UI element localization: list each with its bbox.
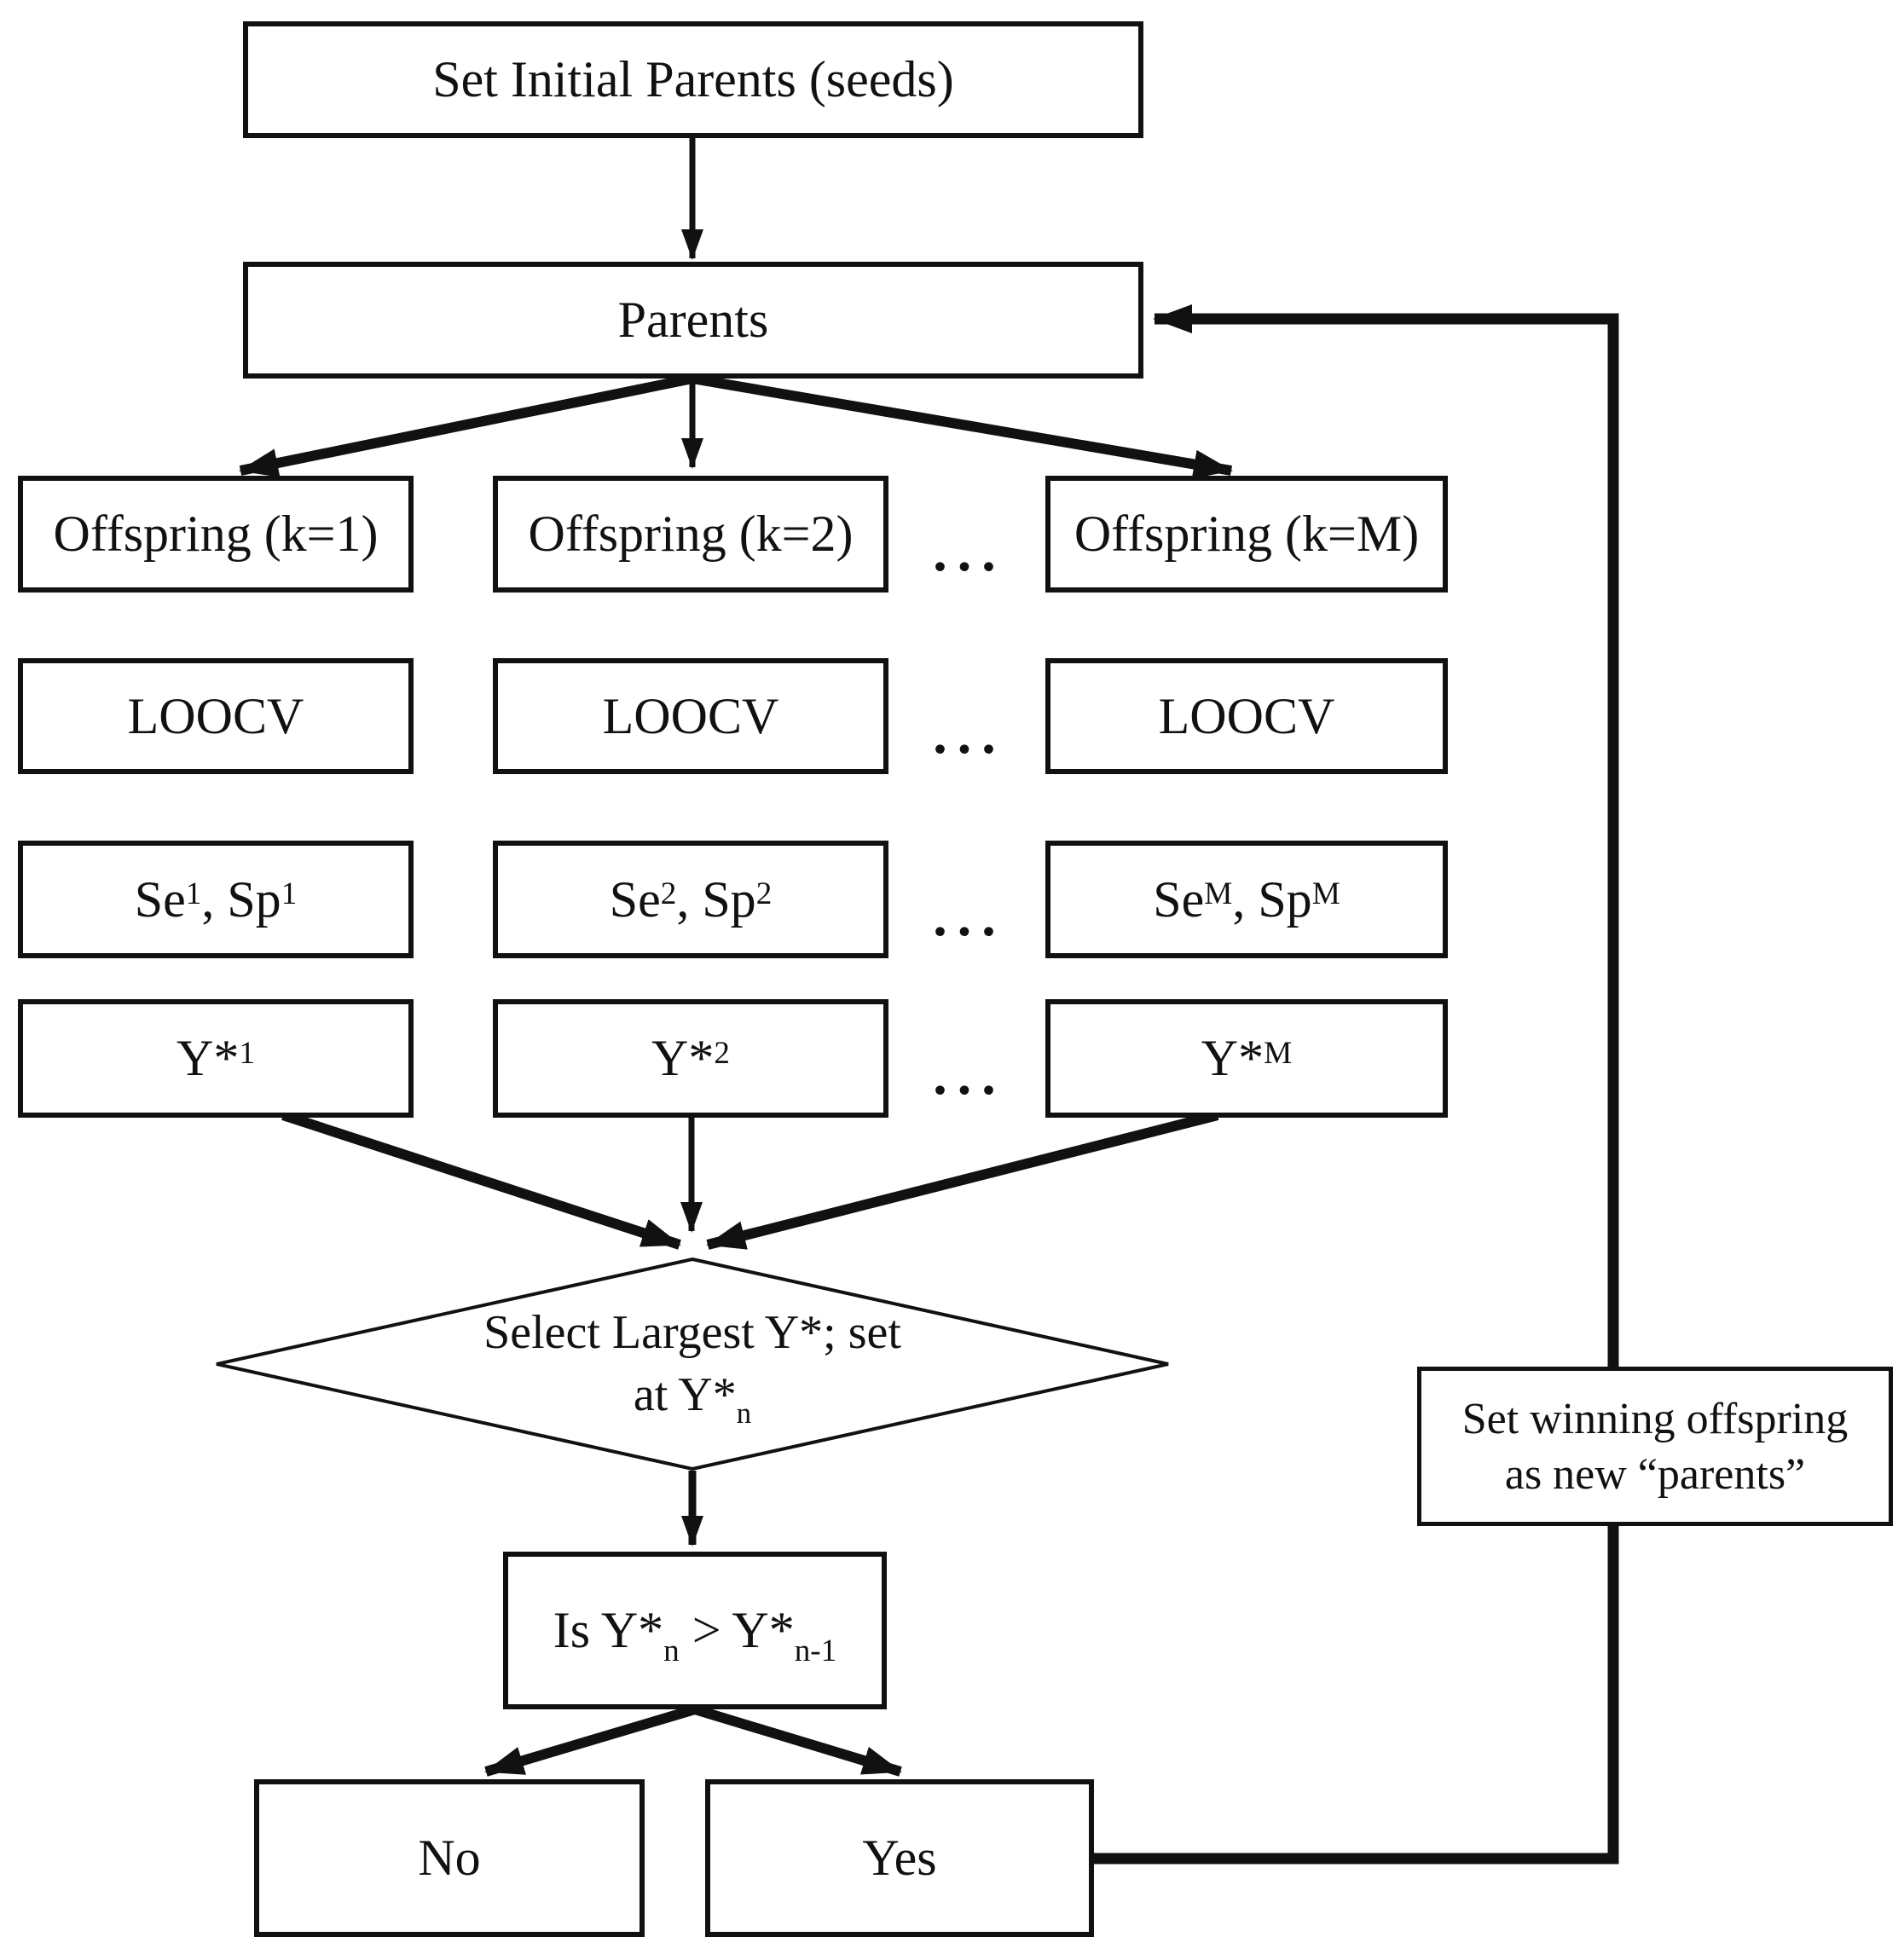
offspring-box-k1: Offspring (k=1)	[18, 476, 414, 593]
metrics-label-kM: SeM, SpM	[1153, 870, 1340, 928]
arrow-score1-to-decision	[281, 1110, 681, 1250]
arrow-parents-to-offspring-3	[691, 373, 1233, 479]
score-box-k1: Y*1	[18, 999, 414, 1118]
compare-box: Is Y*n > Y*n-1	[503, 1552, 887, 1709]
parents-box: Parents	[243, 262, 1143, 379]
parents-label: Parents	[617, 292, 769, 348]
no-box: No	[254, 1779, 645, 1937]
arrow-compare-to-yes	[693, 1704, 902, 1777]
offspring-box-kM: Offspring (k=M)	[1045, 476, 1448, 593]
score-label-k1: Y*1	[177, 1030, 255, 1086]
yes-label: Yes	[862, 1830, 937, 1886]
decision-label-line2: at Y*n	[633, 1368, 752, 1430]
score-label-kM: Y*M	[1201, 1030, 1293, 1086]
loop-back-line2: as new “parents”	[1504, 1449, 1806, 1499]
decision-label: Select Largest Y*; set at Y*n	[283, 1283, 1102, 1445]
loop-back-box: Set winning offspring as new “parents”	[1417, 1367, 1893, 1526]
loocv-label-kM: LOOCV	[1158, 687, 1335, 744]
loocv-label-k1: LOOCV	[127, 687, 304, 744]
start-label: Set Initial Parents (seeds)	[432, 51, 954, 107]
loocv-label-k2: LOOCV	[602, 687, 779, 744]
arrow-parents-to-offspring-1	[239, 373, 694, 477]
score-label-k2: Y*2	[651, 1030, 730, 1086]
metrics-box-kM: SeM, SpM	[1045, 841, 1448, 958]
ellipsis-row-metrics: ...	[933, 886, 1006, 948]
metrics-label-k2: Se2, Sp2	[609, 870, 773, 928]
score-box-kM: Y*M	[1045, 999, 1448, 1118]
arrow-compare-to-no	[484, 1704, 697, 1777]
offspring-box-k2: Offspring (k=2)	[493, 476, 888, 593]
loocv-box-k1: LOOCV	[18, 658, 414, 774]
decision-diamond	[216, 1257, 1169, 1471]
decision-label-line1: Select Largest Y*; set	[483, 1306, 901, 1360]
compare-label: Is Y*n > Y*n-1	[553, 1602, 837, 1668]
ellipsis-row-offspring: ...	[933, 521, 1006, 583]
metrics-box-k2: Se2, Sp2	[493, 841, 888, 958]
loocv-box-k2: LOOCV	[493, 658, 888, 774]
metrics-box-k1: Se1, Sp1	[18, 841, 414, 958]
offspring-label-kM: Offspring (k=M)	[1074, 506, 1420, 562]
score-box-k2: Y*2	[493, 999, 888, 1118]
start-box: Set Initial Parents (seeds)	[243, 21, 1143, 138]
loop-back-line1: Set winning offspring	[1461, 1394, 1849, 1443]
no-label: No	[418, 1830, 481, 1886]
offspring-label-k2: Offspring (k=2)	[528, 506, 854, 562]
arrow-scoreM-to-decision	[706, 1110, 1219, 1250]
yes-box: Yes	[705, 1779, 1094, 1937]
offspring-label-k1: Offspring (k=1)	[53, 506, 379, 562]
ellipsis-row-loocv: ...	[933, 703, 1006, 766]
feedback-loop-line	[1094, 304, 1619, 1865]
metrics-label-k1: Se1, Sp1	[134, 870, 298, 928]
loocv-box-kM: LOOCV	[1045, 658, 1448, 774]
ellipsis-row-score: ...	[933, 1044, 1006, 1107]
